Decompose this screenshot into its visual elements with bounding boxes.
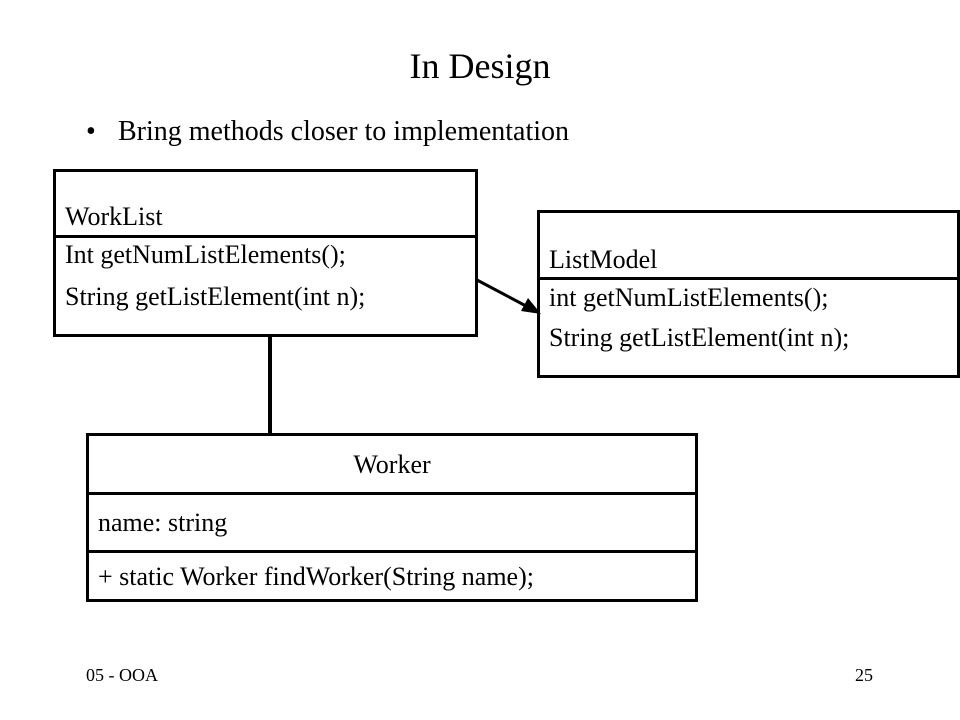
listmodel-method: int getNumListElements(); — [549, 283, 829, 312]
association-line — [268, 334, 272, 435]
worker-attribute: name: string — [98, 508, 228, 537]
listmodel-class-box: ListModel int getNumListElements(); Stri… — [537, 210, 960, 378]
worklist-divider — [56, 235, 475, 238]
bullet-item: • Bring methods closer to implementation — [86, 112, 569, 152]
listmodel-class-name: ListModel — [549, 245, 658, 274]
worklist-method: String getListElement(int n); — [65, 282, 366, 311]
arrow-shaft — [476, 278, 527, 308]
worker-method: + static Worker findWorker(String name); — [98, 562, 534, 591]
listmodel-method: String getListElement(int n); — [549, 323, 850, 352]
worklist-method: Int getNumListElements(); — [65, 240, 346, 269]
bullet-dot-icon: • — [86, 116, 96, 147]
slide-title: In Design — [409, 46, 551, 86]
worklist-class-name: WorkList — [65, 202, 163, 231]
worker-class-name: Worker — [353, 450, 431, 479]
worker-class-box: Worker name: string + static Worker find… — [86, 433, 698, 602]
footer-left: 05 - OOA — [86, 665, 158, 685]
bullet-text: Bring methods closer to implementation — [118, 116, 570, 147]
worker-divider — [89, 550, 695, 553]
page-number: 25 — [855, 665, 873, 685]
worker-divider — [89, 492, 695, 495]
listmodel-divider — [540, 277, 957, 280]
worklist-class-box: WorkList Int getNumListElements(); Strin… — [53, 169, 478, 337]
